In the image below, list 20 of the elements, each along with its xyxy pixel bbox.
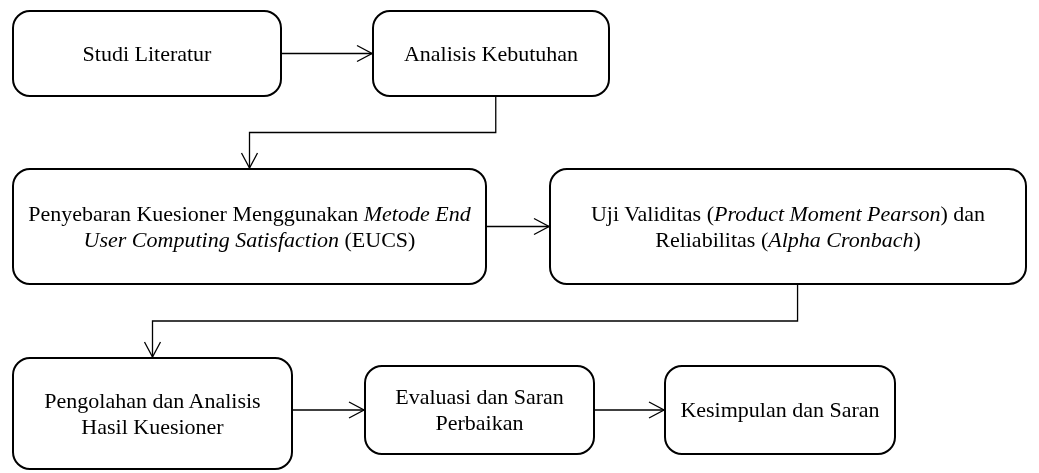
box-label: Studi Literatur xyxy=(82,40,212,67)
arrow xyxy=(486,217,550,236)
box-label: Analisis Kebutuhan xyxy=(403,40,579,67)
box-label: Penyebaran Kuesioner Menggunakan Metode End User Computing Satisfaction (EUCS) xyxy=(27,200,472,253)
arrow xyxy=(143,284,799,358)
arrow xyxy=(281,44,373,63)
box-label: Uji Validitas (Product Moment Pearson) dan Reliabilitas (Alpha Cronbach) xyxy=(589,200,987,253)
arrow xyxy=(594,401,665,419)
process-box xyxy=(372,10,610,97)
box-label: Kesimpulan dan Saran xyxy=(680,397,880,423)
box-label: Evaluasi dan Saran Perbaikan xyxy=(394,384,565,436)
process-box xyxy=(12,10,282,97)
process-box xyxy=(664,365,896,455)
box-label: Pengolahan dan Analisis Hasil Kuesioner xyxy=(43,387,262,440)
arrow xyxy=(292,401,365,419)
arrow xyxy=(240,96,497,169)
process-box xyxy=(12,357,293,470)
process-box xyxy=(12,168,487,285)
process-box xyxy=(549,168,1027,285)
process-box xyxy=(364,365,595,455)
